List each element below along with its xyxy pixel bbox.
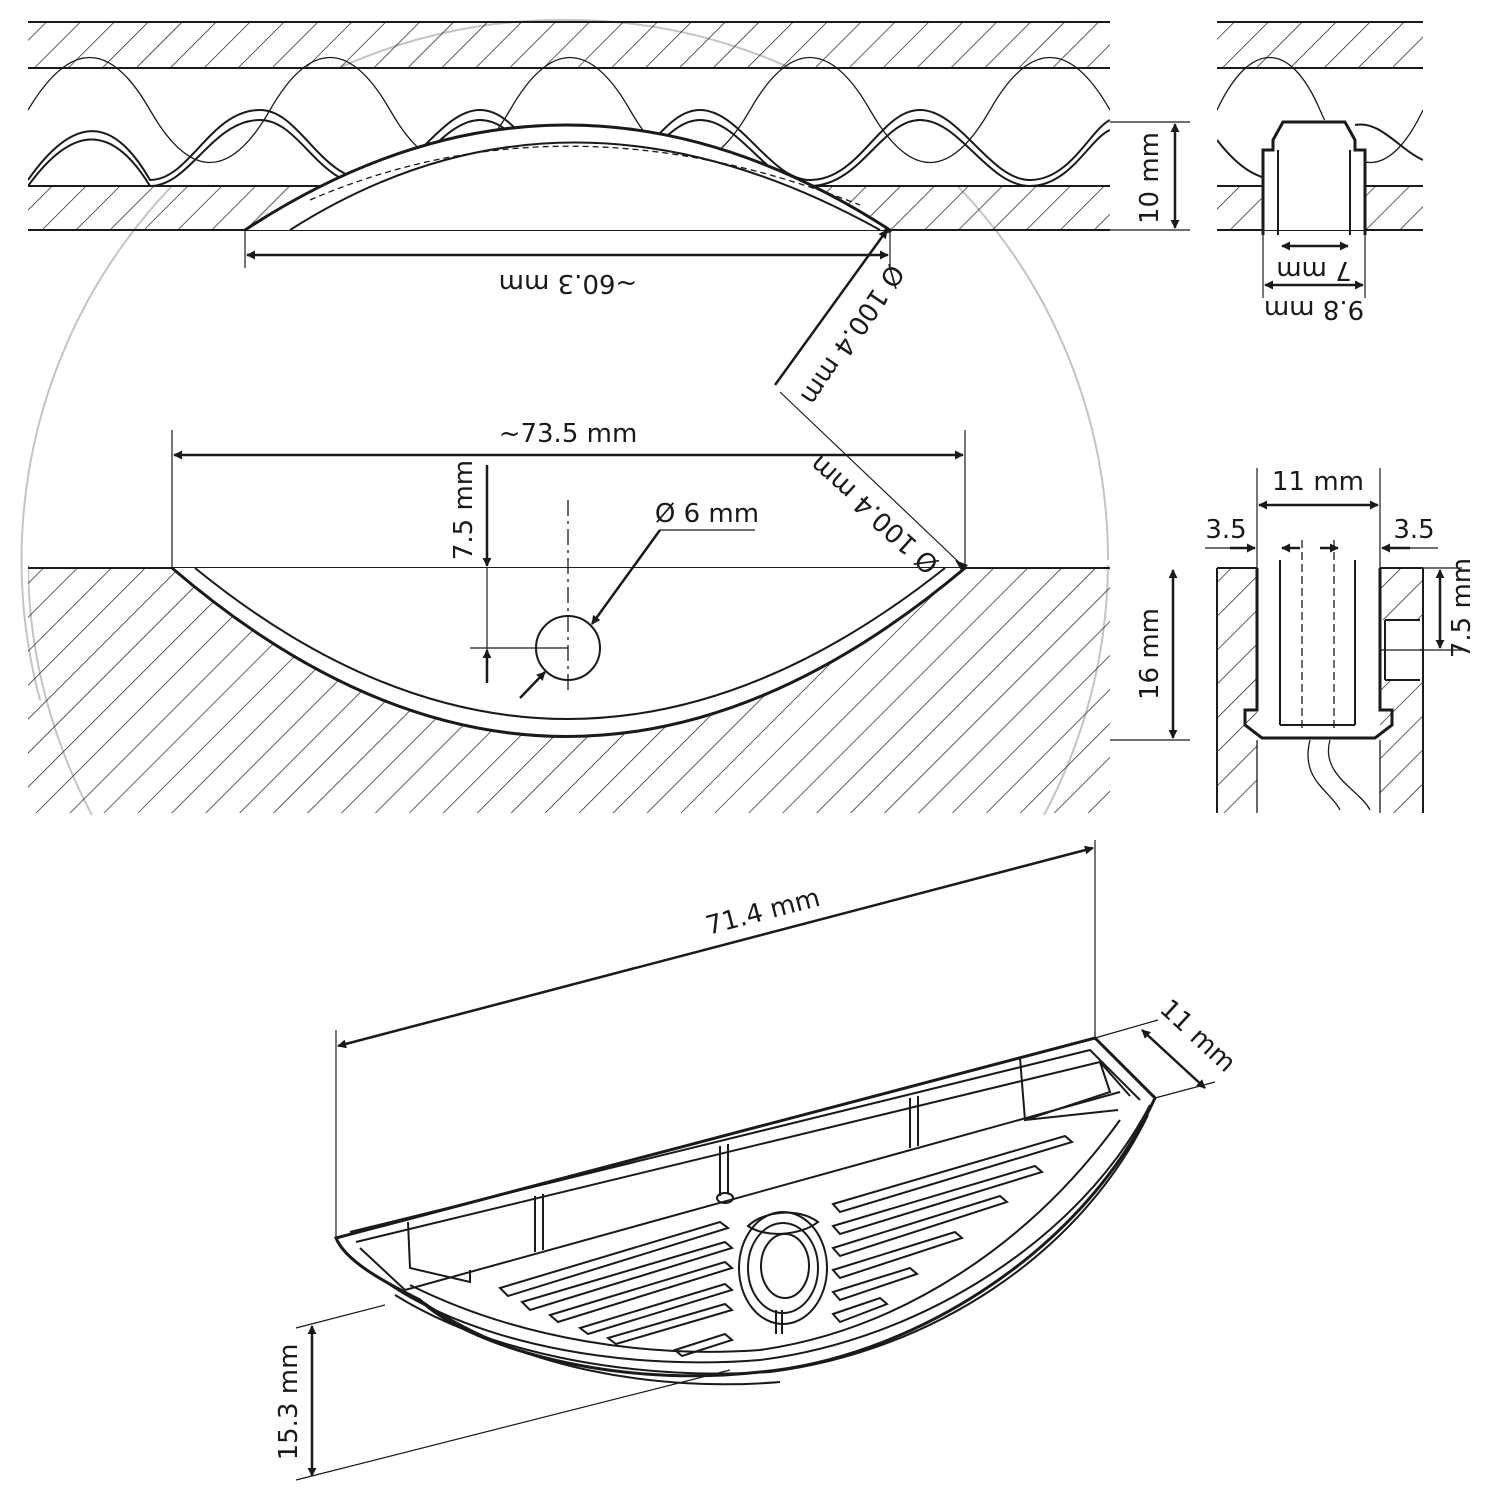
top-chord-dimension: ~60.3 mm — [244, 230, 891, 298]
middle-chord-dimension: ~73.5 mm — [171, 419, 966, 568]
middle-depth-label: 16 mm — [1135, 608, 1165, 700]
middle-hole-diameter-label: Ø 6 mm — [655, 499, 759, 529]
top-height-dimension: 10 mm — [1110, 121, 1190, 231]
iso-length-dimension: 71.4 mm — [335, 840, 1096, 1238]
top-section-view: 7 mm 9.8 mm — [1217, 21, 1423, 324]
iso-height-label: 15.3 mm — [274, 1344, 304, 1461]
middle-chord-label: ~73.5 mm — [499, 419, 638, 449]
top-panel-view — [28, 21, 1110, 234]
middle-diameter-label: Ø 100.4 mm — [804, 449, 945, 580]
middle-section-view — [1216, 540, 1424, 813]
top-diameter-dimension: Ø 100.4 mm — [773, 229, 909, 410]
middle-hole-offset-dimension: 7.5 mm — [449, 460, 568, 683]
middle-section-width-dimension: 11 mm — [1256, 467, 1381, 568]
middle-section-hole-offset-label: 7.5 mm — [1447, 558, 1477, 658]
top-height-label: 10 mm — [1135, 132, 1165, 224]
iso-length-label: 71.4 mm — [703, 883, 824, 942]
middle-diameter-dimension: Ø 100.4 mm — [779, 391, 966, 580]
top-section-outer-label: 9.8 mm — [1264, 294, 1364, 324]
middle-panel-view — [28, 500, 1110, 813]
middle-section-hole-offset-dimension: 7.5 mm — [1423, 558, 1477, 658]
middle-depth-dimension: 16 mm — [1110, 569, 1190, 741]
middle-hole-offset-label: 7.5 mm — [449, 460, 479, 560]
iso-width-label: 11 mm — [1154, 994, 1242, 1079]
middle-section-right-wall-label: 3.5 — [1393, 515, 1434, 545]
middle-section-width-label: 11 mm — [1272, 467, 1364, 497]
isometric-view — [333, 1036, 1157, 1386]
middle-section-wall-dimensions: 3.5 3.5 — [1205, 515, 1438, 553]
top-chord-label: ~60.3 mm — [499, 268, 638, 298]
middle-hole-diameter-dimension: Ø 6 mm — [519, 499, 759, 699]
top-section-inner-label: 7 mm — [1276, 255, 1351, 285]
iso-height-dimension: 15.3 mm — [274, 1304, 731, 1481]
middle-section-left-wall-label: 3.5 — [1205, 515, 1246, 545]
